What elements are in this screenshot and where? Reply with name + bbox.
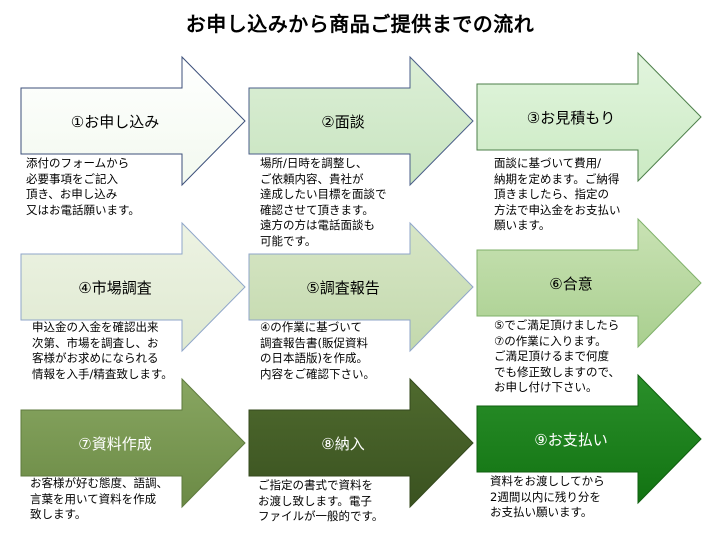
arrow-path <box>476 217 702 349</box>
step-9-description: 資料をお渡ししてから 2週間以内に残り分を お支払い願います。 <box>490 474 605 519</box>
arrow-shape <box>476 51 702 183</box>
step-9-arrow: ⑨お支払い <box>476 373 702 505</box>
arrow-shape <box>476 373 702 505</box>
arrow-path <box>248 55 474 187</box>
step-4-label: ④市場調査 <box>78 278 152 297</box>
step-5-description: ④の作業に基づいて 調査報告書(販促資料 の日本語版)を作成。 内容をご確認下さ… <box>260 320 375 381</box>
step-1-description: 添付のフォームから 必要事項をご記入 頂き、お申し込み 又はお電話願います。 <box>26 156 140 217</box>
step-8-arrow: ⑧納入 <box>248 377 474 509</box>
step-6-label: ⑥合意 <box>549 274 593 293</box>
step-1-label: ①お申し込み <box>70 112 160 131</box>
arrow-path <box>20 221 246 353</box>
arrow-path <box>20 55 246 187</box>
step-6-arrow: ⑥合意 <box>476 217 702 349</box>
step-3-arrow: ③お見積もり <box>476 51 702 183</box>
arrow-shape <box>248 55 474 187</box>
arrow-shape <box>20 55 246 187</box>
step-2-description: 場所/日時を調整し、 ご依頼内容、貴社が 達成したい目標を面談で 確認させて頂き… <box>260 156 387 248</box>
arrow-path <box>476 373 702 505</box>
step-2-label: ②面談 <box>321 112 365 131</box>
arrow-shape <box>476 217 702 349</box>
step-7-description: お客様が好む態度、語調、 言葉を用いて資料を作成 致します。 <box>30 476 168 521</box>
step-2-arrow: ②面談 <box>248 55 474 187</box>
arrow-path <box>248 377 474 509</box>
step-8-description: ご指定の書式で資料を お渡し致します。電子 ファイルが一般的です。 <box>258 478 384 523</box>
arrow-shape <box>20 221 246 353</box>
step-5-label: ⑤調査報告 <box>306 278 380 297</box>
step-3-label: ③お見積もり <box>526 108 616 127</box>
arrow-shape <box>20 377 246 509</box>
step-4-description: 申込金の入金を確認出来 次第、市場を調査し、お 客様がお求めになられる 情報を入… <box>32 320 173 381</box>
step-1-arrow: ①お申し込み <box>20 55 246 187</box>
step-6-description: ⑤でご満足頂けましたら ⑦の作業に入ります。 ご満足頂けるまで何度 でも修正致し… <box>494 318 621 394</box>
arrow-shape <box>248 221 474 353</box>
step-4-arrow: ④市場調査 <box>20 221 246 353</box>
step-3-description: 面談に基づいて費用/ 納期を定めます。ご納得 頂きましたら、指定の 方法で申込金… <box>494 156 621 232</box>
arrow-path <box>20 377 246 509</box>
arrow-shape <box>248 377 474 509</box>
arrow-path <box>248 221 474 353</box>
step-8-label: ⑧納入 <box>321 434 365 453</box>
step-9-label: ⑨お支払い <box>534 430 608 449</box>
step-7-label: ⑦資料作成 <box>78 434 152 453</box>
step-5-arrow: ⑤調査報告 <box>248 221 474 353</box>
arrow-path <box>476 51 702 183</box>
page-title: お申し込みから商品ご提供までの流れ <box>185 12 535 36</box>
step-7-arrow: ⑦資料作成 <box>20 377 246 509</box>
